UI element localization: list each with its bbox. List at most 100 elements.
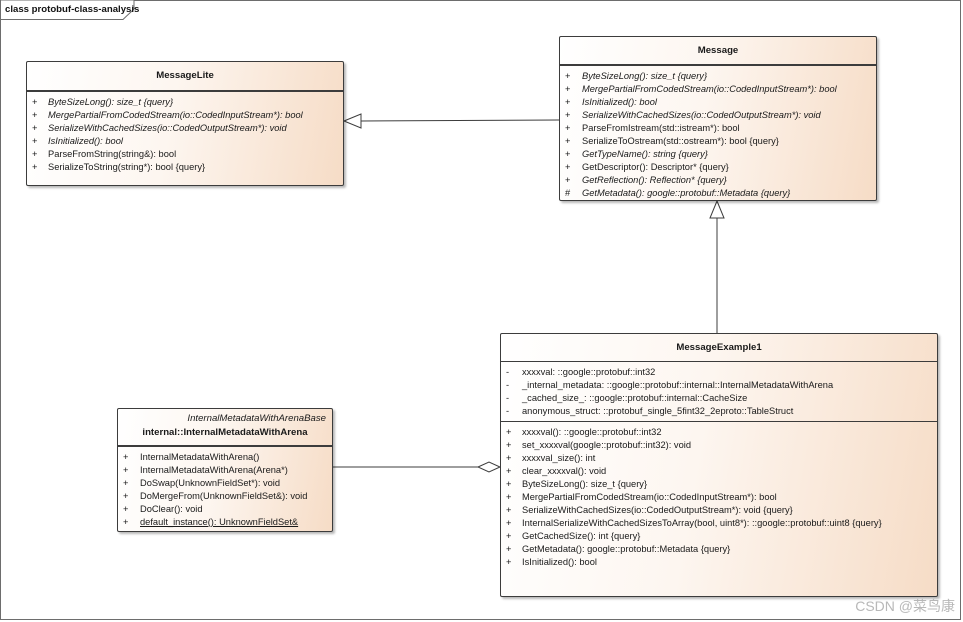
member-signature: ByteSizeLong(): size_t {query} — [582, 71, 708, 81]
member-signature: ParseFromString(string&): bool — [48, 149, 177, 159]
visibility-marker: + — [506, 466, 512, 476]
member-row: +ByteSizeLong(): size_t {query} — [501, 478, 937, 491]
visibility-marker: + — [565, 123, 571, 133]
member-row: +SerializeWithCachedSizes(io::CodedOutpu… — [560, 109, 876, 122]
member-row: +SerializeWithCachedSizes(io::CodedOutpu… — [501, 504, 937, 517]
member-row: + IsInitialized(): bool — [27, 135, 343, 148]
member-signature: _cached_size_: ::google::protobuf::inter… — [522, 393, 748, 403]
member-signature: xxxxval_size(): int — [522, 453, 596, 463]
visibility-marker: + — [32, 136, 38, 146]
class-stereotype: InternalMetadataWithArenaBase — [187, 413, 326, 424]
class-messagelite[interactable]: MessageLite +ByteSizeLong(): size_t {que… — [26, 61, 344, 186]
visibility-marker: # — [565, 188, 571, 198]
watermark: CSDN @菜鸟康 — [855, 598, 955, 614]
member-row: + SerializeToString(string*): bool {query… — [27, 161, 343, 174]
class-name-message: Message — [560, 37, 876, 65]
class-header-internalmetadatawitharena: InternalMetadataWithArenaBase internal::… — [118, 409, 332, 446]
member-signature: SerializeWithCachedSizes(io::CodedOutput… — [582, 110, 821, 120]
member-row: +DoSwap(UnknownFieldSet*): void — [118, 477, 332, 490]
member-signature: xxxxval(): ::google::protobuf::int32 — [522, 427, 662, 437]
visibility-marker: + — [32, 97, 38, 107]
generalization-arrowhead-messagelite — [342, 113, 362, 129]
operations-messageexample1: +xxxxval(): ::google::protobuf::int32+se… — [501, 421, 937, 569]
member-signature: GetTypeName(): string {query} — [582, 149, 708, 159]
member-signature: GetReflection(): Reflection* {query} — [582, 175, 727, 185]
member-signature: MergePartialFromCodedStream(io::CodedInp… — [522, 492, 777, 502]
visibility-marker: + — [123, 517, 129, 527]
visibility-marker: + — [123, 504, 129, 514]
member-signature: clear_xxxxval(): void — [522, 466, 607, 476]
member-signature: InternalMetadataWithArena() — [140, 452, 260, 462]
member-signature: GetDescriptor(): Descriptor* {query} — [582, 162, 729, 172]
visibility-marker: + — [32, 123, 38, 133]
operations-message: +ByteSizeLong(): size_t {query}+MergePar… — [560, 65, 876, 200]
visibility-marker: + — [506, 440, 512, 450]
visibility-marker: + — [565, 136, 571, 146]
visibility-marker: - — [506, 393, 510, 403]
visibility-marker: + — [32, 162, 38, 172]
visibility-marker: + — [565, 97, 571, 107]
frame-title: class protobuf-class-analysis — [5, 4, 140, 15]
member-row: + set_xxxxval(google::protobuf::int32): v… — [501, 439, 937, 452]
member-row: + DoMergeFrom(UnknownFieldSet&): void — [118, 490, 332, 503]
member-row: +IsInitialized(): bool — [560, 96, 876, 109]
class-message[interactable]: Message +ByteSizeLong(): size_t {query}+… — [559, 36, 877, 201]
aggregation-diamond — [476, 461, 502, 473]
member-row: +ByteSizeLong(): size_t {query} — [560, 70, 876, 83]
member-signature: default_instance(): UnknownFieldSet& — [140, 517, 299, 527]
member-row: +GetDescriptor(): Descriptor* {query} — [560, 161, 876, 174]
operations-messagelite: +ByteSizeLong(): size_t {query}+MergePar… — [27, 91, 343, 174]
visibility-marker: + — [32, 149, 38, 159]
member-row: +IsInitialized(): bool — [501, 556, 937, 569]
member-signature: _internal_metadata: ::google::protobuf::… — [522, 380, 834, 390]
member-signature: MergePartialFromCodedStream(io::CodedInp… — [582, 84, 837, 94]
member-row: +DoClear(): void — [118, 503, 332, 516]
member-row: +GetReflection(): Reflection* {query} — [560, 174, 876, 187]
member-row: + GetMetadata(): google::protobuf::Metada… — [501, 543, 937, 556]
member-signature: SerializeWithCachedSizes(io::CodedOutput… — [48, 123, 287, 133]
visibility-marker: + — [123, 452, 129, 462]
member-signature: SerializeToOstream(std::ostream*): bool … — [582, 136, 779, 146]
member-row: +ParseFromIstream(std::istream*): bool — [560, 122, 876, 135]
member-row: - xxxxval: ::google::protobuf::int32 — [501, 366, 937, 379]
member-signature: set_xxxxval(google::protobuf::int32): vo… — [522, 440, 691, 450]
visibility-marker: + — [123, 491, 129, 501]
member-row: +MergePartialFromCodedStream(io::CodedIn… — [501, 491, 937, 504]
class-internalmetadatawitharena[interactable]: InternalMetadataWithArenaBase internal::… — [117, 408, 333, 532]
visibility-marker: + — [123, 478, 129, 488]
visibility-marker: + — [32, 110, 38, 120]
member-row: + xxxxval(): ::google::protobuf::int32 — [501, 426, 937, 439]
member-signature: GetCachedSize(): int {query} — [522, 531, 641, 541]
member-row: + SerializeWithCachedSizes(io::CodedOutpu… — [27, 122, 343, 135]
member-signature: DoMergeFrom(UnknownFieldSet&): void — [140, 491, 308, 501]
member-signature: SerializeToString(string*): bool {query} — [48, 162, 206, 172]
member-signature: MergePartialFromCodedStream(io::CodedInp… — [48, 110, 303, 120]
visibility-marker: + — [506, 544, 512, 554]
operations-internalmetadatawitharena: +InternalMetadataWithArena()+InternalMet… — [118, 446, 332, 529]
member-row: - _cached_size_: ::google::protobuf::inte… — [501, 392, 937, 405]
class-name-messageexample1: MessageExample1 — [501, 334, 937, 362]
member-row: + GetCachedSize(): int {query} — [501, 530, 937, 543]
member-signature: IsInitialized(): bool — [48, 136, 123, 146]
class-messageexample1[interactable]: MessageExample1 - xxxxval: ::google::prot… — [500, 333, 938, 597]
class-name-internalmetadatawitharena: internal::InternalMetadataWithArena — [142, 427, 308, 438]
member-row: + ParseFromString(string&): bool — [27, 148, 343, 161]
visibility-marker: + — [506, 479, 512, 489]
visibility-marker: - — [506, 367, 510, 377]
member-row: + InternalMetadataWithArena() — [118, 451, 332, 464]
visibility-marker: + — [506, 557, 512, 567]
visibility-marker: + — [506, 427, 512, 437]
visibility-marker: + — [506, 531, 512, 541]
member-signature: GetMetadata(): google::protobuf::Metadat… — [522, 544, 731, 554]
member-signature: InternalSerializeWithCachedSizesToArray(… — [522, 518, 882, 528]
visibility-marker: - — [506, 406, 510, 416]
visibility-marker: + — [123, 465, 129, 475]
visibility-marker: + — [506, 518, 512, 528]
attributes-messageexample1: -xxxxval: ::google::protobuf::int32-_int… — [501, 362, 937, 421]
member-row: + MergePartialFromCodedStream(io::CodedIn… — [27, 109, 343, 122]
visibility-marker: + — [565, 149, 571, 159]
member-signature: xxxxval: ::google::protobuf::int32 — [522, 367, 656, 377]
member-row: + GetTypeName(): string {query} — [560, 148, 876, 161]
member-row: + SerializeToOstream(std::ostream*): bool… — [560, 135, 876, 148]
